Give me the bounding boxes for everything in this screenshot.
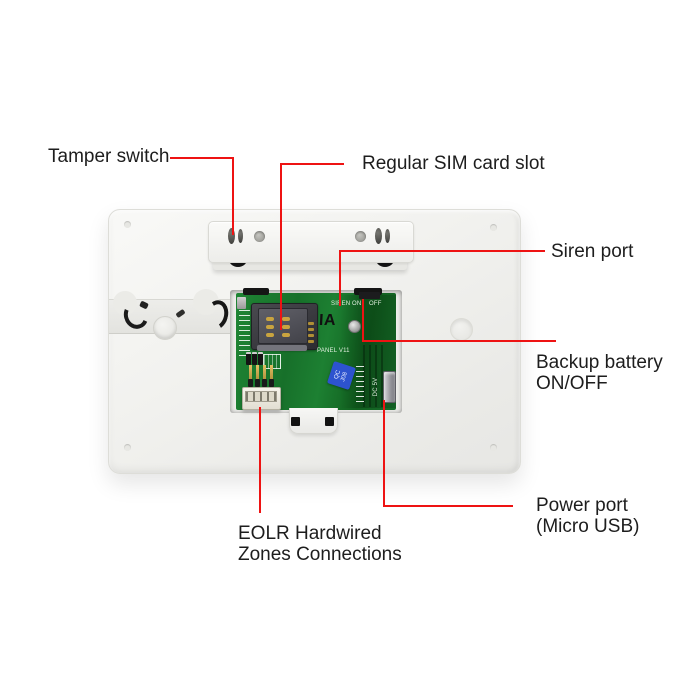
bracket-slot (238, 229, 243, 243)
backup-battery-label-line2: ON/OFF (536, 373, 608, 394)
pcb-silkscreen-column (356, 362, 364, 402)
zone-pin (263, 365, 266, 387)
tamper-callout-line-h (170, 157, 234, 159)
channel-bump (113, 291, 137, 315)
bracket-slot (385, 229, 390, 243)
backup-callout-line-v (362, 299, 364, 342)
zone-pin-base (262, 379, 267, 387)
sim-contact (282, 333, 290, 337)
eolr-label-line1: EOLR Hardwired (238, 523, 382, 544)
eolr-callout-line-v (259, 407, 261, 513)
power-port-label-line2: (Micro USB) (536, 516, 640, 537)
backup-battery-switch (359, 292, 380, 299)
pcb-component (237, 297, 246, 309)
bracket-hole (254, 231, 265, 242)
channel-bump (193, 289, 219, 315)
board-clip (243, 288, 269, 295)
zone-pin (249, 365, 252, 387)
power-port-label: Power port (Micro USB) (536, 495, 639, 537)
bracket-hole (355, 231, 366, 242)
pcb-diode (258, 352, 263, 365)
silkscreen-off-label: OFF (369, 301, 382, 307)
sim-callout-line-h (280, 163, 344, 165)
tab-clip (291, 417, 300, 426)
sim-callout-line-v (280, 163, 282, 330)
pcb-logo-text: IA (318, 312, 337, 329)
siren-callout-line-h (339, 250, 545, 252)
eolr-label-line2: Zones Connections (238, 544, 402, 565)
cable-knockout-circle (153, 316, 177, 340)
sim-contact (266, 333, 274, 337)
sim-contact (266, 325, 274, 329)
power-callout-line-v (383, 400, 385, 507)
backup-battery-label-line1: Backup battery (536, 352, 663, 373)
sim-contact (282, 325, 290, 329)
silkscreen-panel-version: PANEL V11 (317, 348, 350, 354)
zone-pin-base (269, 379, 274, 387)
power-callout-line-h (383, 505, 513, 507)
zone-pin (256, 365, 259, 387)
screw-hole (450, 318, 473, 341)
pcb-silkscreen-column (239, 308, 250, 356)
case-dimple (490, 444, 497, 451)
tamper-switch-label: Tamper switch (48, 146, 170, 167)
pcb-diode (246, 352, 251, 365)
sim-contact (282, 317, 290, 321)
silkscreen-usb-label: DC 5V (373, 377, 379, 397)
micro-usb-port (383, 371, 396, 403)
bracket-slot (375, 228, 382, 244)
qc-sticker-text: QC J08 (333, 369, 349, 382)
tab-clip (325, 417, 334, 426)
pcb-diode (252, 352, 257, 365)
sim-pin (308, 334, 314, 337)
case-dimple (490, 224, 497, 231)
pcb-traces (363, 345, 383, 407)
pcb-screw (348, 320, 361, 333)
sim-slider-bar (257, 345, 307, 351)
tamper-callout-line-v (232, 157, 234, 235)
tamper-switch-slot (228, 228, 235, 244)
sim-pin (308, 340, 314, 343)
sim-contact (266, 317, 274, 321)
board-clip (354, 288, 382, 295)
sim-pin (308, 322, 314, 325)
sim-slot-label: Regular SIM card slot (362, 153, 545, 174)
power-port-label-line1: Power port (536, 495, 628, 516)
zone-pin-base (248, 379, 253, 387)
siren-callout-line-v (339, 250, 341, 306)
eolr-zone-connector-slots (245, 391, 277, 402)
backup-callout-line-h (362, 340, 556, 342)
eolr-label: EOLR Hardwired Zones Connections (238, 523, 402, 565)
zone-pin-base (255, 379, 260, 387)
sim-pin (308, 328, 314, 331)
silkscreen-on-label: ON (352, 301, 362, 307)
siren-port-label: Siren port (551, 241, 634, 262)
case-dimple (124, 221, 131, 228)
zone-pin (270, 365, 273, 387)
case-dimple (124, 444, 131, 451)
backup-battery-label: Backup battery ON/OFF (536, 352, 663, 394)
